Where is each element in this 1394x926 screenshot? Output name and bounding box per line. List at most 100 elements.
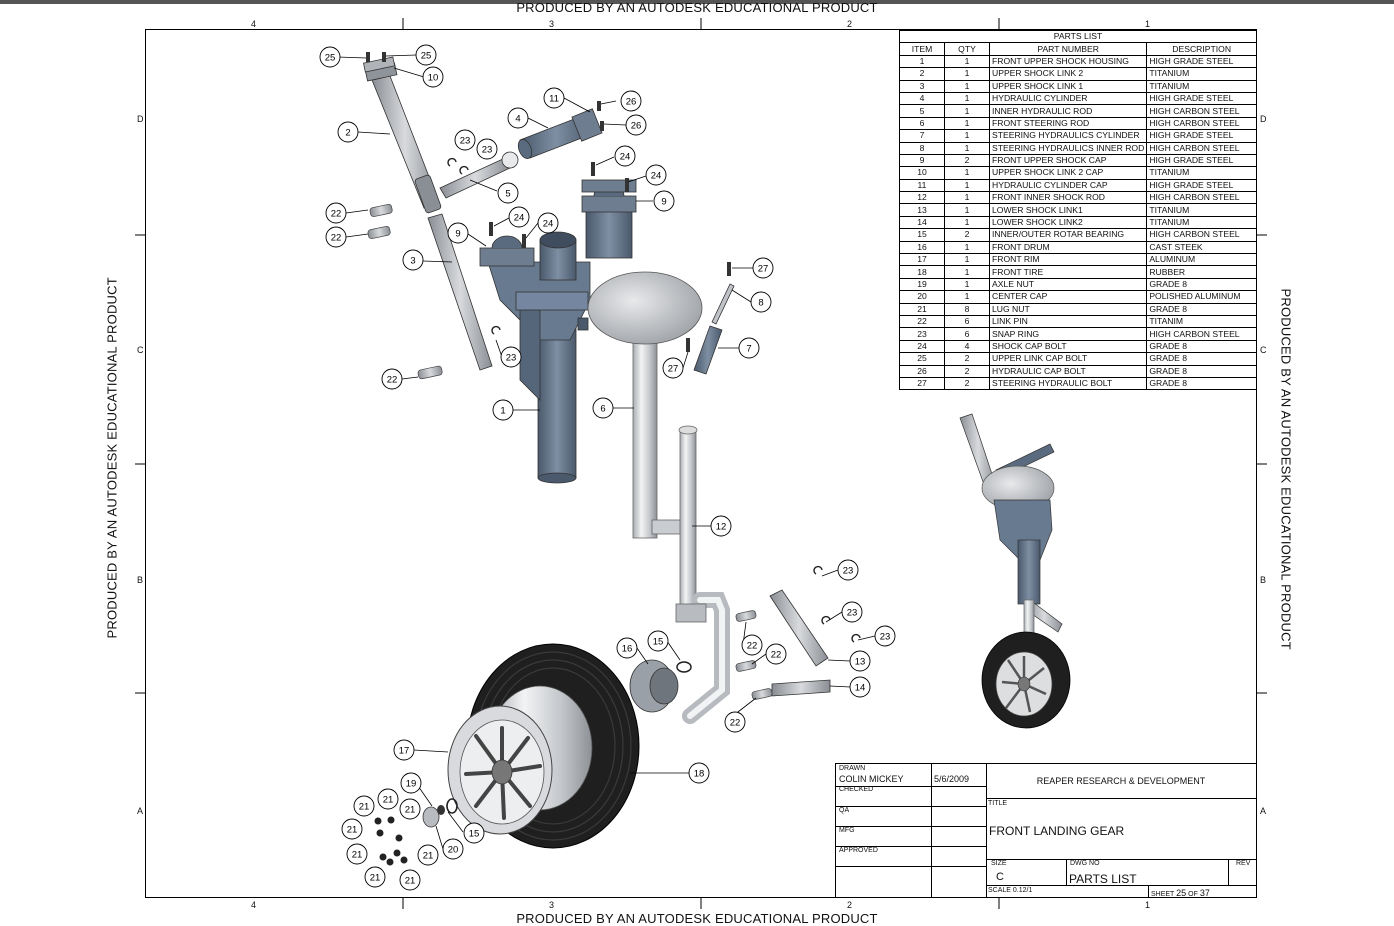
balloon-25a: 25 [319, 46, 341, 68]
zone-col-2-bottom: 2 [847, 900, 853, 910]
balloon-15a: 15 [647, 630, 669, 652]
part-description: GRADE 8 [1146, 302, 1257, 317]
item-number: 11 [899, 178, 945, 193]
zone-row-c-right: C [1260, 345, 1267, 355]
svg-text:23: 23 [843, 566, 854, 577]
svg-text:21: 21 [423, 851, 434, 862]
balloon-17: 17 [393, 739, 415, 761]
item-number: 15 [899, 228, 945, 242]
balloon-15b: 15 [463, 822, 485, 844]
balloon-9b: 9 [447, 222, 469, 244]
svg-text:8: 8 [758, 298, 763, 309]
qa-label: QA [839, 807, 850, 814]
item-qty: 1 [944, 91, 990, 106]
svg-text:7: 7 [746, 344, 751, 355]
zone-col-1-bottom: 1 [1145, 900, 1151, 910]
item-number: 21 [899, 302, 945, 317]
drawn-date: 5/6/2009 [934, 774, 970, 784]
part-number: UPPER SHOCK LINK 2 CAP [988, 166, 1148, 180]
svg-text:4: 4 [515, 114, 520, 125]
item-qty: 1 [944, 116, 990, 131]
part-description: GRADE 8 [1146, 339, 1257, 354]
svg-text:22: 22 [387, 375, 398, 386]
balloon-21d: 21 [341, 818, 363, 840]
part-number: HYDRAULIC CYLINDER [988, 91, 1148, 106]
part-number: INNER/OUTER ROTAR BEARING [988, 228, 1148, 242]
part-description: HIGH GRADE STEEL [1146, 153, 1257, 168]
dwg-no-value: PARTS LIST [1069, 872, 1137, 886]
svg-text:26: 26 [631, 121, 642, 132]
size-value: C [996, 871, 1004, 883]
item-qty: 1 [944, 240, 990, 255]
item-qty: 1 [944, 178, 990, 193]
item-qty: 2 [944, 352, 990, 366]
balloon-1: 1 [492, 399, 514, 421]
part-number: LUG NUT [988, 302, 1148, 317]
item-number: 13 [899, 203, 945, 217]
svg-text:23: 23 [460, 136, 471, 147]
mfg-label: MFG [839, 827, 855, 834]
part-number: LOWER SHOCK LINK2 [988, 215, 1148, 230]
balloon-22b: 22 [325, 226, 347, 248]
item-qty: 1 [944, 79, 990, 93]
svg-text:22: 22 [730, 718, 741, 729]
item-qty: 1 [944, 104, 990, 118]
svg-text:18: 18 [694, 769, 705, 780]
item-qty: 1 [944, 191, 990, 205]
part-number: LOWER SHOCK LINK1 [988, 203, 1148, 217]
svg-text:6: 6 [600, 404, 605, 415]
svg-text:13: 13 [855, 657, 866, 668]
item-balloons: 25 25 10 2 11 4 26 26 23 23 5 24 24 9 22… [319, 44, 896, 891]
part-description: HIGH CARBON STEEL [1146, 191, 1257, 205]
title-block: DRAWN COLIN MICKEY 5/6/2009 CHECKED QA M… [835, 763, 1257, 898]
balloon-21g: 21 [364, 866, 386, 888]
balloon-14: 14 [849, 676, 871, 698]
part-description: TITANIUM [1146, 166, 1257, 180]
drawn-by: COLIN MICKEY [839, 774, 904, 784]
part-description: HIGH CARBON STEEL [1146, 141, 1257, 155]
parts-list-title: PARTS LIST [899, 29, 1257, 44]
item-qty: 1 [944, 290, 990, 304]
part-number: FRONT UPPER SHOCK CAP [988, 153, 1148, 168]
part-description: RUBBER [1146, 265, 1257, 279]
item-qty: 1 [944, 67, 990, 81]
company-name: REAPER RESEARCH & DEVELOPMENT [1036, 776, 1206, 786]
svg-text:25: 25 [421, 51, 432, 62]
drawing-title: FRONT LANDING GEAR [989, 824, 1125, 838]
item-number: 10 [899, 166, 945, 180]
header-item: ITEM [899, 42, 945, 56]
item-qty: 1 [944, 203, 990, 217]
part-description: HIGH GRADE STEEL [1146, 178, 1257, 193]
balloon-22a: 22 [325, 202, 347, 224]
part-description: HIGH CARBON STEEL [1146, 116, 1257, 131]
balloon-22d: 22 [741, 634, 763, 656]
zone-col-1-top: 1 [1145, 19, 1151, 29]
item-number: 3 [899, 79, 945, 93]
part-number: AXLE NUT [988, 277, 1148, 292]
balloon-21b: 21 [353, 795, 375, 817]
balloon-22e: 22 [765, 643, 787, 665]
svg-text:15: 15 [653, 637, 664, 648]
item-qty: 1 [944, 166, 990, 180]
zone-row-d-right: D [1260, 114, 1267, 124]
zone-row-c-left: C [137, 345, 144, 355]
wheel-assembly [447, 643, 640, 849]
part-description: GRADE 8 [1146, 364, 1257, 378]
svg-text:16: 16 [622, 644, 633, 655]
balloon-26a: 26 [620, 90, 642, 112]
balloon-21h: 21 [399, 869, 421, 891]
part-number: UPPER SHOCK LINK 1 [988, 79, 1148, 93]
item-number: 22 [899, 314, 945, 329]
item-number: 1 [899, 54, 945, 69]
rev-label: REV [1236, 860, 1251, 867]
svg-text:27: 27 [668, 364, 679, 375]
item-number: 24 [899, 339, 945, 354]
item-number: 14 [899, 215, 945, 230]
